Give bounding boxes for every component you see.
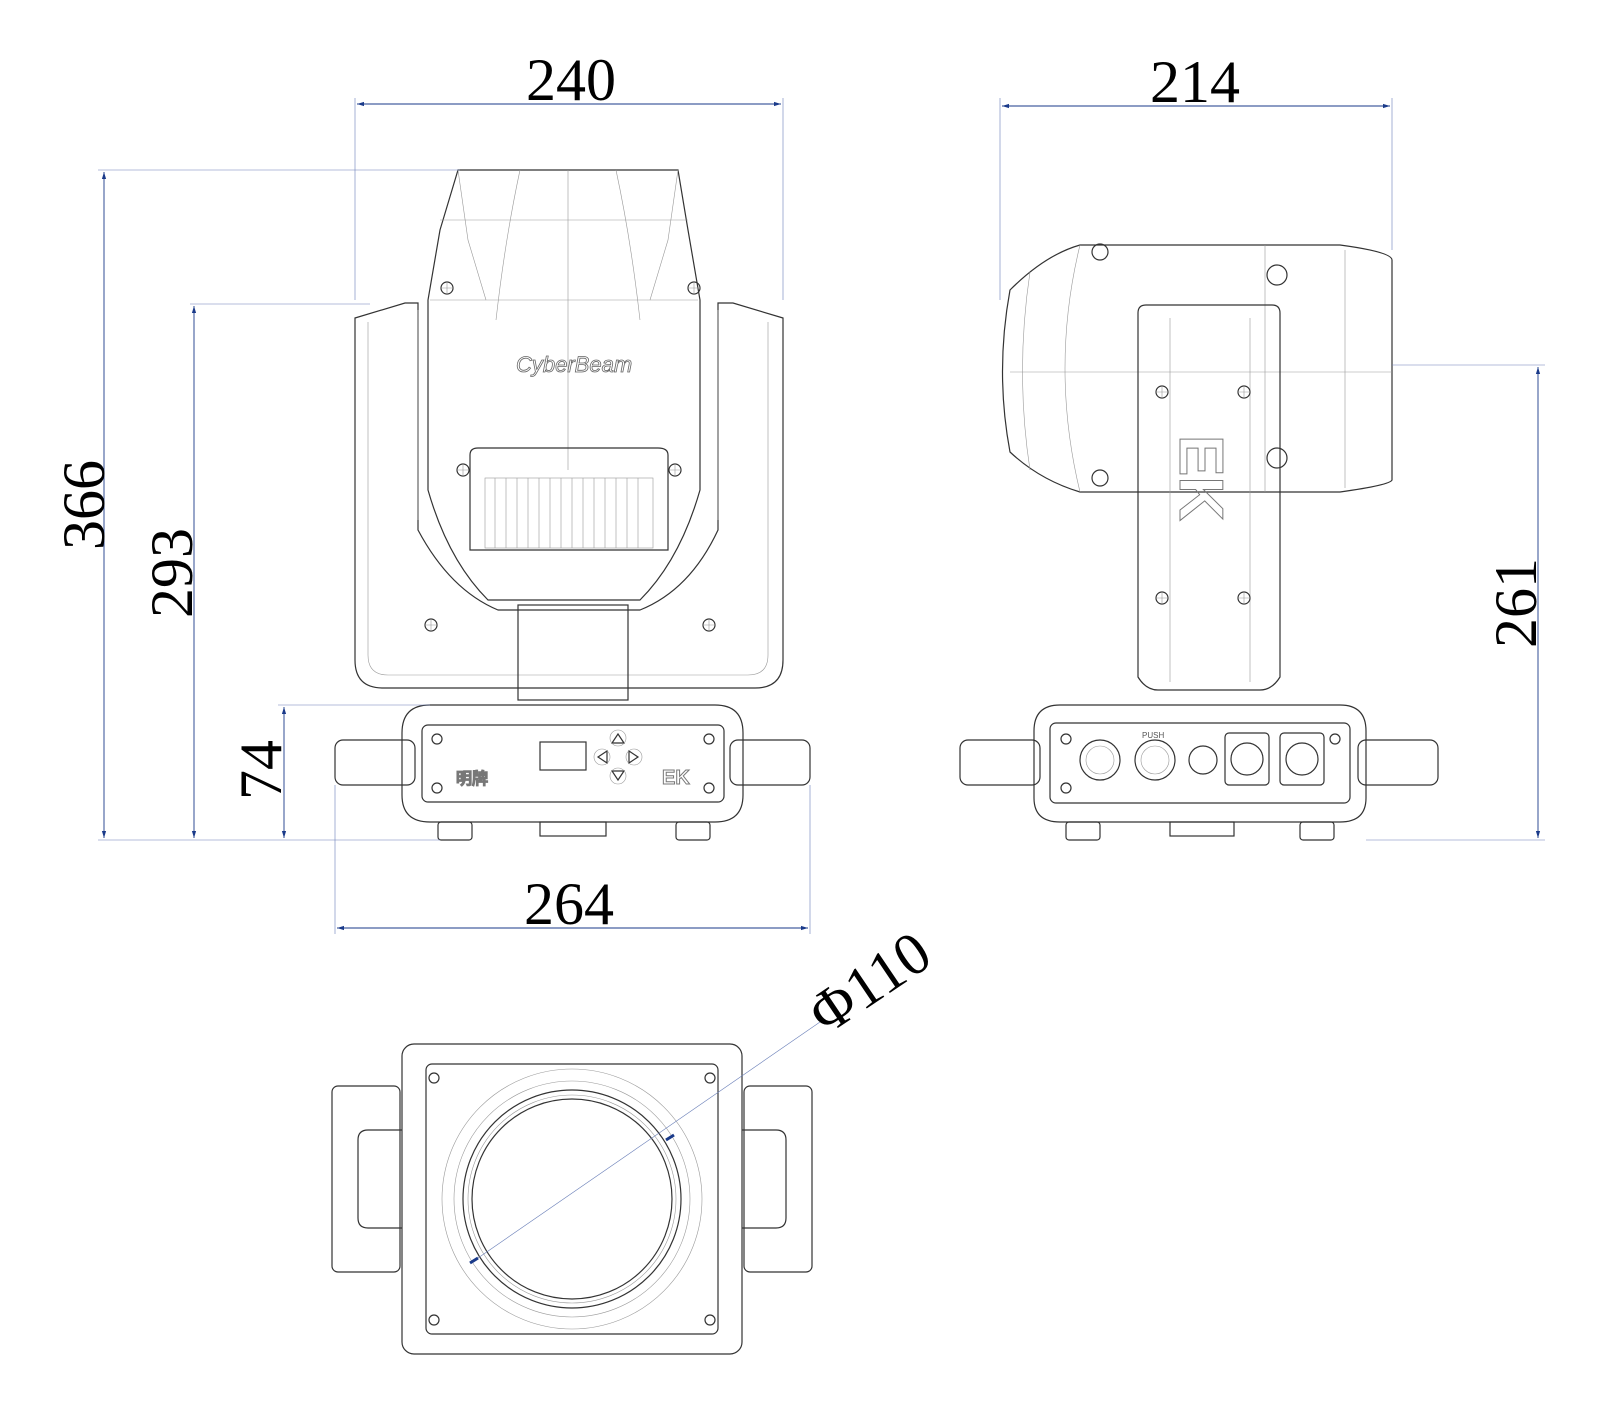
connectors: PUSH <box>1079 731 1325 786</box>
cooling-fins <box>484 477 654 549</box>
push-label: PUSH <box>1142 731 1164 740</box>
front-view: CyberBeam 明牌 EK <box>334 169 811 841</box>
dim-total-height: 366 <box>51 460 117 550</box>
side-screws <box>1155 385 1251 605</box>
front-screws <box>424 281 716 632</box>
dim-base-height: 74 <box>228 740 294 800</box>
dim-front-width: 240 <box>526 47 616 113</box>
dimension-labels: 240 214 366 293 74 264 261 Φ110 <box>51 47 1549 1047</box>
dim-side-width: 214 <box>1150 49 1240 115</box>
dim-base-width: 264 <box>524 871 614 937</box>
dimension-lines <box>98 98 1545 1265</box>
dim-lens-diameter: Φ110 <box>796 918 942 1046</box>
base-cn-brand: 明牌 <box>456 769 488 788</box>
side-ek-mark: EK <box>1166 435 1235 521</box>
dim-line-lens-diameter <box>477 1021 821 1259</box>
side-view: EK PUSH <box>959 243 1439 841</box>
dim-side-height: 261 <box>1483 558 1549 648</box>
top-view <box>331 1043 813 1355</box>
front-panel-ek: EK <box>662 767 690 789</box>
brand-logo: CyberBeam <box>516 352 632 377</box>
dim-head-to-base: 293 <box>139 528 205 618</box>
control-buttons <box>593 729 643 785</box>
